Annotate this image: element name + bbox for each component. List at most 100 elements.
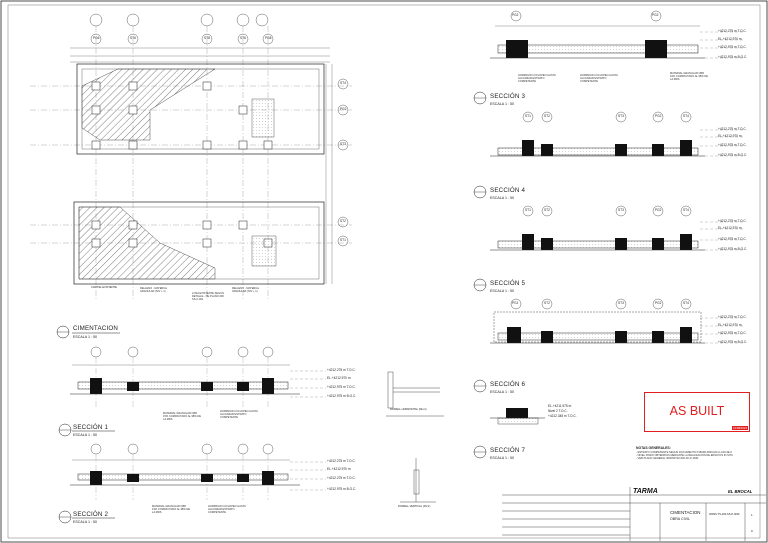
section-1-elevation: +4212.275 m T.O.C. xyxy=(327,368,356,372)
section-6-scale: ESCALA 1 : 50 xyxy=(490,390,514,394)
right-note: HORMIGON CICLOPEO HASTA ALCANZAR ESTRATO… xyxy=(580,74,618,84)
section-6-elevation: +4212.975 m T.O.C. xyxy=(718,331,747,335)
section-2-elevation: EL.+4212.970 m xyxy=(327,467,351,471)
plan-axis-label: PG2 xyxy=(340,107,347,111)
plan-axis-label: ST1 xyxy=(340,238,346,242)
section-2-title: SECCIÓN 2 xyxy=(73,511,109,518)
dowell-horizontal-title: DOWELL HORIZONTAL (DH-1) xyxy=(390,408,427,411)
section-5-axis: ST2 xyxy=(544,208,550,212)
section-6-elevation: +4212.275 m T.O.C. xyxy=(718,315,747,319)
as-built-date: 21/08/2024 xyxy=(732,426,748,430)
plan-axis-label: ST4 xyxy=(340,81,346,85)
general-note-line: - NIVEL FINDO OBTENIDOS MEDIANTE LA REAL… xyxy=(636,454,733,458)
section-3-elevation: +4212.275 m T.O.C. xyxy=(718,29,747,33)
section-1-drawing xyxy=(58,346,326,437)
section-5-axis: ST1 xyxy=(525,208,531,212)
section-3-elevation: +4212.975 m T.O.C. xyxy=(718,45,747,49)
section-5-title: SECCIÓN 5 xyxy=(490,280,526,287)
section-6-axis: ST3 xyxy=(618,301,624,305)
section-1-elevation: +4212.975 m T.O.C. xyxy=(327,385,356,389)
section-3-elevation: +4212.975 m B.O.C. xyxy=(718,55,748,59)
right-sections xyxy=(473,10,745,459)
general-note-line: - ESTRATO COMPETENTE SEGUN DOCUMENTO P18… xyxy=(636,451,732,454)
section-7-elevation: EL.+4211.975 m xyxy=(548,404,572,408)
section-1-note: MATERIAL GRANULAR CBR 15% COMPACTADO AL … xyxy=(163,412,202,422)
section-3-title: SECCIÓN 3 xyxy=(490,93,526,100)
section-3-axis: PG2 xyxy=(512,13,519,17)
section-1-note: HORMIGON CICLOPEO HASTA ALCANZAR ESTRATO… xyxy=(220,410,258,420)
section-2-elevation: +4212.275 m T.O.C. xyxy=(327,476,356,480)
plan-note: RELLENO - MATERIAL GRANULAR (NIV + 1) xyxy=(232,287,260,294)
section-2-elevation: +4212.275 m T.O.C. xyxy=(327,459,356,463)
section-5-scale: ESCALA 1 : 50 xyxy=(490,289,514,293)
section-5-elevation: EL.+4212.970 m xyxy=(718,226,742,230)
section-6-axis: PG2 xyxy=(655,301,662,305)
section-1-elevation: +4212.975 m B.O.C. xyxy=(327,394,357,398)
plan-note: RELLENO - MATERIAL GRANULAR (NIV + 1) xyxy=(140,287,168,294)
right-note: HORMIGON CICLOPEO HASTA ALCANZAR ESTRATO… xyxy=(518,74,556,84)
plan-note: LOSA EXISTENTE SEGUN DETALLE - NE PLANO … xyxy=(192,292,224,302)
plan-axis-label: ST3 xyxy=(340,142,346,146)
section-5-axis: PG2 xyxy=(655,208,662,212)
section-6-axis: ST4 xyxy=(683,301,689,305)
section-4-elevation: EL.+4212.970 m xyxy=(718,134,742,138)
section-3-axis: PG2 xyxy=(652,13,659,17)
section-5-elevation: +4212.975 m T.O.C. xyxy=(718,237,747,241)
drawing-subtitle: OBRA CIVIL xyxy=(670,517,690,521)
plan-axis-label: PG8 xyxy=(265,36,272,40)
section-7-elevation: +4212.345 m T.O.C. xyxy=(548,414,577,418)
drawing-sheet: 1 xyxy=(751,513,753,517)
as-built-text: AS BUILT xyxy=(669,404,725,418)
section-7-elevation: Nivel 2 T.O.C. xyxy=(548,409,568,413)
plan-axis-label: ST2 xyxy=(340,219,346,223)
section-4-title: SECCIÓN 4 xyxy=(490,187,526,194)
plan-axis-label: ST6 xyxy=(240,36,246,40)
section-5-axis: ST4 xyxy=(683,208,689,212)
section-6-title: SECCIÓN 6 xyxy=(490,381,526,388)
section-2-drawing xyxy=(58,443,326,524)
section-5-axis: ST3 xyxy=(618,208,624,212)
dowell-details xyxy=(386,371,444,503)
drawing-number: 000SS-TS-200-SS-P-0001 xyxy=(709,513,740,516)
section-4-axis: ST1 xyxy=(525,114,531,118)
section-1-elevation: EL.+4212.970 m xyxy=(327,376,351,380)
section-4-elevation: +4212.975 m T.O.C. xyxy=(718,143,747,147)
sheet-inner-border xyxy=(7,4,761,539)
plan-axis-label: ST6 xyxy=(130,36,136,40)
section-4-elevation: +4212.975 m B.O.C. xyxy=(718,153,748,157)
section-6-axis: ST2 xyxy=(544,301,550,305)
plan-axis-label: ST8 xyxy=(204,36,210,40)
section-4-axis: PG2 xyxy=(655,114,662,118)
section-6-axis: PG1 xyxy=(512,301,519,305)
section-6-elevation: +4212.975 m B.O.C. xyxy=(718,340,748,344)
section-5-elevation: +4212.275 m T.O.C. xyxy=(718,219,747,223)
section-5-elevation: +4212.975 m B.O.C. xyxy=(718,247,748,251)
plan-title: CIMENTACION xyxy=(73,325,119,332)
dowell-vertical-title: DOWELL VERTICAL (DV-1) xyxy=(398,505,431,508)
section-4-axis: ST4 xyxy=(683,114,689,118)
section-1-title: SECCIÓN 1 xyxy=(73,424,109,431)
section-2-elevation: +4212.975 m B.O.C. xyxy=(327,487,357,491)
plan-axis-label: PG6 xyxy=(93,36,100,40)
plan-note: CAPITEL EXISTENTE xyxy=(91,286,117,289)
section-3-elevation: EL.+4212.970 m xyxy=(718,37,742,41)
right-note: MATERIAL GRANULAR CBR 15% COMPACTADO AL … xyxy=(670,72,709,82)
section-7-title: SECCIÓN 7 xyxy=(490,447,526,454)
section-2-note: MATERIAL GRANULAR CBR 15% COMPACTADO AL … xyxy=(152,505,191,515)
general-notes-title: NOTAS GENERALES: xyxy=(636,446,671,450)
general-notes: NOTAS GENERALES: - ESTRATO COMPETENTE SE… xyxy=(636,446,756,461)
plan-title-marker xyxy=(56,325,120,339)
section-7-scale: ESCALA 1 : 50 xyxy=(490,456,514,460)
company-logo-brocal: EL BROCAL xyxy=(728,489,753,494)
section-2-note: HORMIGON CICLOPEO HASTA ALCANZAR ESTRATO… xyxy=(208,505,246,515)
section-4-scale: ESCALA 1 : 50 xyxy=(490,196,514,200)
as-built-stamp: AS BUILT 21/08/2024 xyxy=(644,392,750,432)
section-1-scale: ESCALA 1 : 50 xyxy=(73,433,97,437)
plan-scale: ESCALA 1 : 50 xyxy=(73,335,97,339)
section-6-elevation: EL.+4212.970 m xyxy=(718,323,742,327)
general-note-line: - VER PLANO GENERAL 3000SS732-000-SC-P-0… xyxy=(636,457,699,461)
plan-upper xyxy=(30,13,352,300)
title-block-lines xyxy=(502,487,766,541)
drawing-rev: 0 xyxy=(751,529,753,533)
